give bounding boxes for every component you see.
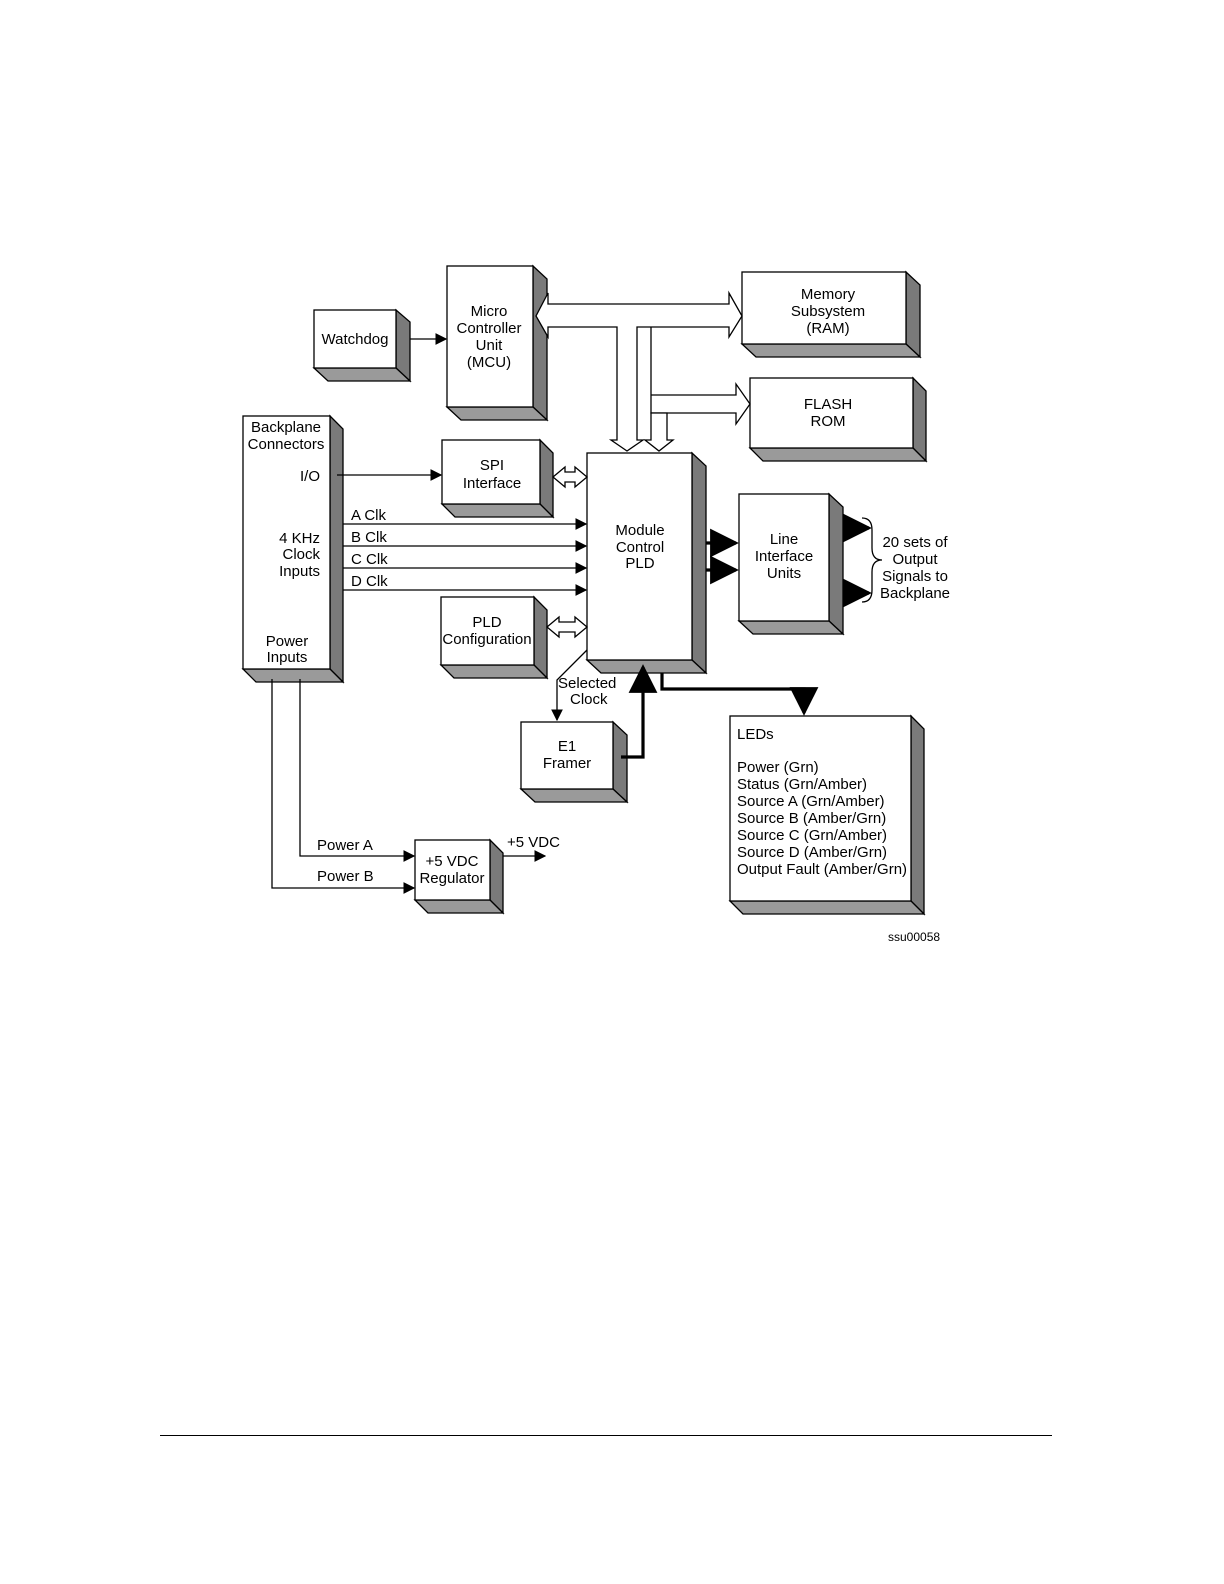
e1-framer-line1: E1: [558, 738, 576, 755]
mcu-label-line2: Controller: [456, 320, 521, 337]
memory-label-line3: (RAM): [806, 320, 849, 337]
c-clk-label: C Clk: [351, 551, 388, 568]
e1-to-pld-arrow: [621, 664, 658, 759]
line-interface-line2: Interface: [755, 548, 813, 565]
pld-config-line1: PLD: [472, 614, 501, 631]
memory-label-line1: Memory: [801, 286, 856, 303]
spi-interface-block: SPI Interface: [440, 438, 555, 519]
leds-title: LEDs: [737, 726, 774, 743]
spi-label-line1: SPI: [480, 457, 504, 474]
backplane-connectors-block: Backplane Connectors I/O 4 KHz Clock Inp…: [241, 414, 345, 684]
led-item-source-b: Source B (Amber/Grn): [737, 810, 886, 827]
e1-framer-line2: Framer: [543, 755, 591, 772]
mcu-block: Micro Controller Unit (MCU): [445, 264, 549, 422]
module-control-line3: PLD: [625, 555, 654, 572]
backplane-label-line2: Connectors: [248, 436, 325, 453]
outputs-note-line4: Backplane: [880, 585, 950, 602]
flash-label-line2: ROM: [811, 413, 846, 430]
memory-subsystem-block: Memory Subsystem (RAM): [740, 270, 922, 359]
clock-inputs-line3: Inputs: [279, 563, 320, 580]
line-interface-line1: Line: [770, 531, 798, 548]
selected-clock-line2: Clock: [570, 691, 608, 708]
led-item-source-a: Source A (Grn/Amber): [737, 793, 885, 810]
pld-to-leds-arrow: [660, 673, 819, 716]
vdc-out-label: +5 VDC: [507, 834, 560, 851]
b-clk-label: B Clk: [351, 529, 387, 546]
mcu-label-line1: Micro: [471, 303, 508, 320]
outputs-note-line1: 20 sets of: [882, 534, 948, 551]
power-b-label: Power B: [317, 868, 374, 885]
e1-framer-block: E1 Framer: [519, 720, 629, 804]
regulator-line1: +5 VDC: [426, 853, 479, 870]
spi-label-line2: Interface: [463, 475, 521, 492]
regulator-line2: Regulator: [419, 870, 484, 887]
bus-branch-flash: [650, 327, 751, 427]
footer-rule: [160, 1435, 1052, 1436]
system-bus: [535, 290, 743, 452]
watchdog-label: Watchdog: [322, 331, 389, 348]
figure-id: ssu00058: [888, 930, 940, 944]
led-item-source-c: Source C (Grn/Amber): [737, 827, 887, 844]
led-item-source-d: Source D (Amber/Grn): [737, 844, 887, 861]
clock-inputs-line2: Clock: [282, 546, 320, 563]
power-a-label: Power A: [317, 837, 373, 854]
mcu-label-line3: Unit: [476, 337, 504, 354]
backplane-label-line1: Backplane: [251, 419, 321, 436]
leds-block: LEDs Power (Grn) Status (Grn/Amber) Sour…: [728, 714, 926, 916]
flash-rom-block: FLASH ROM: [748, 376, 928, 463]
power-b-arrow: [271, 679, 416, 894]
d-clk-label: D Clk: [351, 573, 388, 590]
led-item-power: Power (Grn): [737, 759, 819, 776]
memory-label-line2: Subsystem: [791, 303, 865, 320]
power-a-arrow: [299, 679, 416, 862]
mcu-label-line4: (MCU): [467, 354, 511, 371]
outputs-note-line3: Signals to: [882, 568, 948, 585]
watchdog-block: Watchdog: [312, 308, 412, 383]
spi-pld-link: [551, 465, 589, 489]
selected-clock-line1: Selected: [558, 675, 616, 692]
line-interface-units-block: Line Interface Units: [737, 492, 845, 636]
outputs-brace: [861, 517, 883, 603]
pld-configuration-block: PLD Configuration: [439, 595, 549, 680]
regulator-block: +5 VDC Regulator: [413, 838, 505, 915]
module-control-pld-block: Module Control PLD: [585, 451, 708, 675]
outputs-note-line2: Output: [892, 551, 938, 568]
led-item-status: Status (Grn/Amber): [737, 776, 867, 793]
led-item-output-fault: Output Fault (Amber/Grn): [737, 861, 907, 878]
selected-clock-arrow: [551, 649, 588, 722]
power-inputs-line2: Inputs: [267, 649, 308, 666]
flash-label-line1: FLASH: [804, 396, 852, 413]
bus-branch-pld: [643, 412, 675, 452]
power-inputs-line1: Power: [266, 633, 309, 650]
module-control-line2: Control: [616, 539, 664, 556]
clock-inputs-line1: 4 KHz: [279, 530, 320, 547]
module-control-line1: Module: [615, 522, 664, 539]
line-interface-line3: Units: [767, 565, 801, 582]
pldconfig-pld-link: [545, 615, 589, 639]
io-label: I/O: [300, 468, 320, 485]
pld-config-line2: Configuration: [442, 631, 531, 648]
a-clk-label: A Clk: [351, 507, 387, 524]
